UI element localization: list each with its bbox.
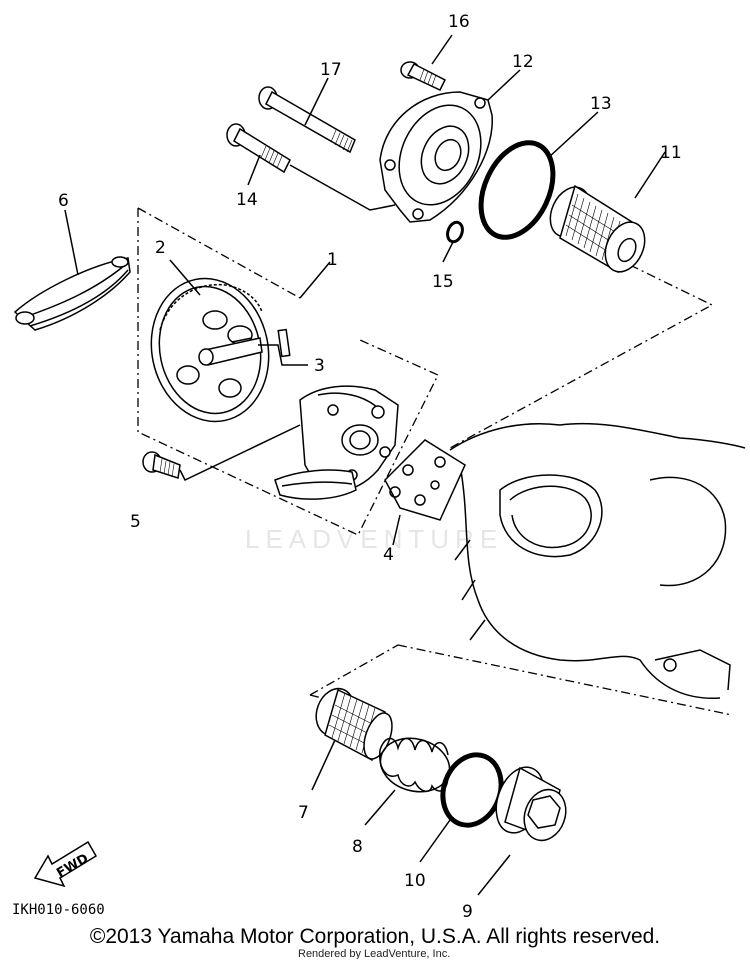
callout-13: 13 — [590, 94, 612, 114]
callout-8-leader — [364, 789, 396, 826]
callout-7-leader — [311, 739, 336, 791]
part-14-bolt — [226, 123, 291, 174]
callout-4: 4 — [383, 545, 394, 565]
part-11-oil-filter — [549, 184, 646, 274]
callout-3-leader — [258, 344, 308, 366]
part-4-gasket — [384, 439, 466, 521]
callout-11: 11 — [660, 143, 682, 163]
part-15-o-ring — [446, 220, 464, 244]
filter-connection-line — [449, 264, 714, 449]
callout-9-leader — [477, 854, 511, 896]
callout-12: 12 — [512, 52, 534, 72]
callout-1: 1 — [327, 250, 338, 270]
rendered-by: Rendered by LeadVenture, Inc. — [298, 948, 450, 959]
callout-12-leader — [487, 69, 521, 101]
callout-8: 8 — [352, 837, 363, 857]
part-17-bolt — [258, 86, 356, 154]
copyright-notice: ©2013 Yamaha Motor Corporation, U.S.A. A… — [89, 925, 661, 948]
diagram-code: IKH010-6060 — [12, 902, 105, 918]
callout-16-leader — [431, 34, 453, 65]
callout-15: 15 — [432, 272, 454, 292]
pump-body — [274, 385, 399, 500]
callout-4-leader — [392, 514, 401, 546]
strainer-connection-line — [309, 644, 733, 716]
callout-1-leader — [299, 261, 331, 299]
part-12-filter-cover — [379, 91, 493, 223]
callout-10-leader — [419, 819, 451, 863]
bolt-14-line — [289, 164, 396, 211]
part-3-pin — [277, 328, 291, 358]
callout-9: 9 — [462, 902, 473, 922]
callout-14: 14 — [236, 190, 258, 210]
callout-5: 5 — [130, 512, 141, 532]
engine-crankcase — [449, 422, 746, 699]
callout-3: 3 — [314, 356, 325, 376]
part-7-strainer — [315, 687, 393, 762]
callout-13-leader — [547, 111, 599, 159]
callout-6: 6 — [58, 191, 69, 211]
callout-14-leader — [247, 154, 261, 186]
part-5-screw — [142, 451, 181, 479]
callout-7: 7 — [298, 803, 309, 823]
part-9-drain-plug — [495, 766, 567, 842]
callout-2-leader — [169, 259, 201, 296]
part-2-gear — [150, 277, 270, 423]
fwd-arrow-icon: FWD — [33, 840, 98, 888]
callout-10: 10 — [404, 871, 426, 891]
callout-2: 2 — [155, 238, 166, 258]
callout-16: 16 — [448, 12, 470, 32]
callout-11-leader — [634, 151, 666, 199]
callout-17-leader — [304, 77, 329, 126]
part-6-cover — [13, 256, 131, 331]
assembly-boundary — [137, 207, 439, 536]
part-13-o-ring — [478, 140, 556, 240]
callout-5-leader — [179, 424, 301, 481]
watermark: LEADVENTURE — [245, 524, 503, 554]
callout-17: 17 — [320, 60, 342, 80]
callout-15-leader — [442, 241, 454, 263]
callout-6-leader — [64, 209, 79, 276]
part-16-bolt — [400, 61, 447, 91]
